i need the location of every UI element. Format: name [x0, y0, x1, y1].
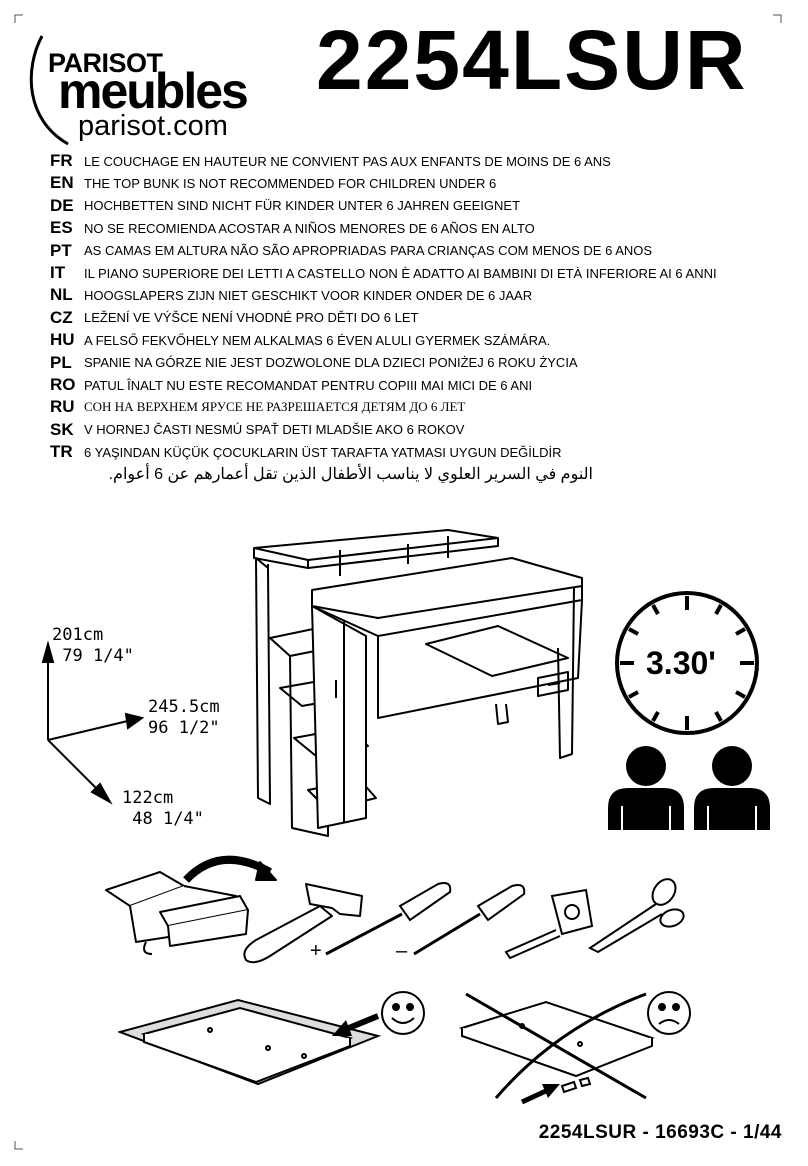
warning-text: PATUL ÎNALT NU ESTE RECOMANDAT PENTRU CO… [84, 377, 533, 393]
phillips-sign: + [310, 940, 322, 962]
dimension-axes-icon [41, 640, 145, 805]
tape-measure-icon [504, 888, 594, 960]
warning-text: HOOGSLAPERS ZIJN NIET GESCHIKT VOOR KIND… [84, 287, 533, 303]
brand-url: parisot.com [78, 110, 228, 142]
language-code: PT [50, 240, 72, 260]
warning-arabic: النوم في السرير العلوي لا يناسب الأطفال … [108, 466, 593, 483]
page-footer: 2254LSUR - 16693C - 1/44 [538, 1122, 782, 1143]
flat-screwdriver-icon [413, 884, 526, 956]
warning-text: V HORNEJ ČASTI NESMÚ SPAŤ DETI MLADŠIE A… [84, 422, 465, 438]
language-code: FR [50, 151, 73, 170]
depth-cm: 122cm [122, 788, 174, 808]
warning-text: СОН НА ВЕРХНЕМ ЯРУСЕ НЕ РАЗРЕШАЕТСЯ ДЕТЯ… [84, 399, 466, 415]
warning-text: SPANIE NA GÓRZE NIE JEST DOZWOLONE DLA D… [84, 355, 578, 371]
warning-text: HOCHBETTEN SIND NICHT FÜR KINDER UNTER 6… [84, 198, 521, 214]
warning-text: 6 YAŞINDAN KÜÇÜK ÇOCUKLARIN ÜST TARAFTA … [84, 444, 562, 460]
corner-mark-icon [773, 14, 782, 23]
language-code: NL [50, 285, 73, 305]
warning-row: RU СОН НА ВЕРХНЕМ ЯРУСЕ НЕ РАЗРЕШАЕТСЯ ДЕ… [50, 396, 465, 418]
model-code: 2254LSUR [316, 13, 748, 107]
warning-row: CZ LEŽENÍ VE VÝŠCE NENÍ VHODNÉ PRO DĚTI D… [50, 307, 418, 329]
phillips-screwdriver-icon [325, 882, 452, 956]
hammer-icon [243, 883, 363, 964]
brand-swoosh-icon [29, 35, 69, 146]
arrow-icon [520, 1084, 560, 1105]
warning-row: NL HOOGSLAPERS ZIJN NIET GESCHIKT VOOR KI… [50, 284, 532, 306]
smiley-happy-icon [381, 991, 425, 1035]
width-in: 96 1/2" [148, 718, 220, 739]
warning-row: SK V HORNEJ ČASTI NESMÚ SPAŤ DETI MLADŠIE… [50, 419, 464, 441]
panel-on-carpet-illustration [118, 998, 382, 1086]
language-code: HU [50, 330, 75, 350]
scissors-icon [588, 878, 685, 954]
language-code: RO [50, 375, 76, 394]
language-code: DE [50, 195, 74, 215]
corner-mark-icon [14, 1141, 23, 1150]
language-code: IT [50, 263, 66, 282]
warning-row: HU A FELSŐ FEKVŐHELY NEM ALKALMAS 6 ÉVEN … [50, 329, 550, 351]
assembly-time: 3.30' [646, 645, 716, 681]
depth-in: 48 1/4" [132, 809, 204, 830]
warning-text: AS CAMAS EM ALTURA NÃO SÃO APROPRIADAS P… [84, 243, 653, 259]
brand-top-text: PARISOT [48, 48, 163, 78]
warning-text: NO SE RECOMIENDA ACOSTAR A NIÑOS MENORES… [84, 220, 535, 236]
language-code: CZ [50, 307, 73, 327]
arrow-icon [332, 1013, 380, 1036]
language-code: EN [50, 173, 74, 193]
dimension-width: 245.5cm 96 1/2" [148, 697, 220, 740]
corner-mark-icon [14, 14, 23, 23]
width-cm: 245.5cm [148, 697, 220, 717]
person-icon [608, 746, 684, 830]
warning-row: PL SPANIE NA GÓRZE NIE JEST DOZWOLONE DLA… [50, 352, 578, 374]
dimension-height: 201cm 79 1/4" [52, 625, 134, 668]
warning-text: A FELSŐ FEKVŐHELY NEM ALKALMAS 6 ÉVEN AL… [84, 332, 551, 348]
loft-bed-illustration [253, 529, 583, 837]
language-code: PL [50, 352, 72, 372]
height-in: 79 1/4" [62, 646, 134, 667]
warning-row: DE HOCHBETTEN SIND NICHT FÜR KINDER UNTER… [50, 195, 520, 217]
warning-row: ES NO SE RECOMIENDA ACOSTAR A NIÑOS MENOR… [50, 217, 535, 239]
warning-row: RO PATUL ÎNALT NU ESTE RECOMANDAT PENTRU … [50, 374, 532, 396]
warning-row: PT AS CAMAS EM ALTURA NÃO SÃO APROPRIADAS… [50, 240, 652, 262]
language-code: SK [50, 419, 74, 439]
language-code: TR [50, 442, 73, 462]
clock-icon [615, 591, 759, 735]
warning-row: FR LE COUCHAGE EN HAUTEUR NE CONVIENT PAS… [50, 150, 611, 172]
toolbox-icon [105, 855, 277, 955]
language-code: RU [50, 397, 75, 417]
panel-on-floor-illustration [458, 992, 655, 1100]
warning-row: TR 6 YAŞINDAN KÜÇÜK ÇOCUKLARIN ÜST TARAFT… [50, 441, 561, 463]
height-cm: 201cm [52, 625, 104, 645]
warning-text: IL PIANO SUPERIORE DEI LETTI A CASTELLO … [84, 265, 717, 281]
warning-text: THE TOP BUNK IS NOT RECOMMENDED FOR CHIL… [84, 175, 497, 191]
warning-text: LEŽENÍ VE VÝŠCE NENÍ VHODNÉ PRO DĚTI DO … [84, 310, 419, 326]
warning-row: IT IL PIANO SUPERIORE DEI LETTI A CASTELL… [50, 262, 717, 284]
person-icon [694, 746, 770, 830]
brand-logo: meubles [58, 63, 249, 119]
warning-text: LE COUCHAGE EN HAUTEUR NE CONVIENT PAS A… [84, 153, 611, 169]
language-code: ES [50, 218, 73, 238]
dimension-depth: 122cm 48 1/4" [122, 788, 204, 831]
smiley-sad-icon [647, 991, 691, 1035]
flat-sign: – [396, 940, 408, 962]
warning-row: EN THE TOP BUNK IS NOT RECOMMENDED FOR CH… [50, 172, 496, 194]
